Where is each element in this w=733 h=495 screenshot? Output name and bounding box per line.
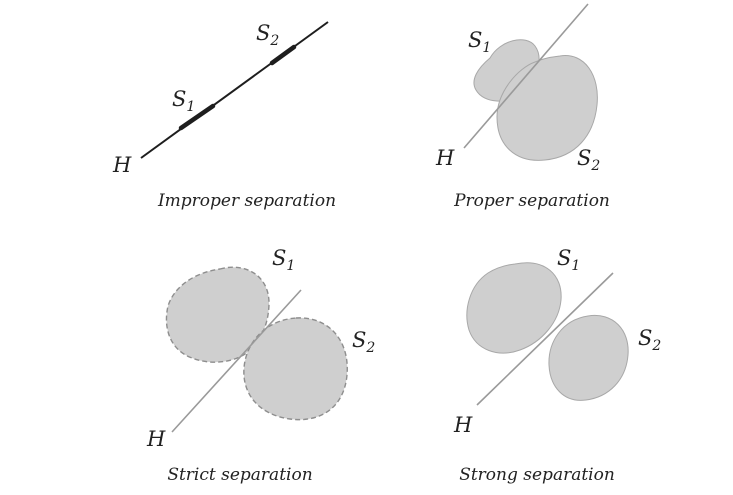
panel-caption: Proper separation (453, 191, 610, 211)
set-s2-region (496, 55, 598, 161)
panel-strong: H S1 S2 Strong separation (453, 246, 661, 485)
hyperplane-label: H (435, 146, 455, 170)
set-s2-region (548, 314, 629, 401)
set-s2-region (243, 317, 348, 421)
set-s1-region (466, 262, 562, 354)
hyperplane-label: H (112, 153, 132, 177)
set-s1-label: S1 (557, 246, 580, 274)
set-s2-segment (269, 44, 297, 66)
set-s1-region (165, 266, 270, 363)
set-s1-label: S1 (272, 246, 295, 274)
hyperplane-line (171, 289, 302, 433)
set-s2-label: S2 (577, 146, 600, 174)
panel-strict: H S1 S2 Strict separation (146, 246, 375, 485)
panel-caption: Improper separation (157, 191, 336, 211)
hyperplane-line (476, 272, 614, 406)
hyperplane-label: H (453, 413, 473, 437)
set-s2-label: S2 (352, 328, 375, 356)
set-s1-label: S1 (172, 87, 195, 115)
hyperplane-line (140, 21, 329, 159)
panel-caption: Strong separation (459, 465, 615, 485)
hyperplane-label: H (146, 427, 166, 451)
panel-caption: Strict separation (167, 465, 312, 485)
set-s1-label: S1 (468, 28, 491, 56)
set-s1-segment (178, 103, 216, 131)
hyperplane-line (463, 3, 589, 149)
set-s2-label: S2 (638, 326, 661, 354)
panel-improper: H S1 S2 Improper separation (112, 21, 336, 211)
set-s2-label: S2 (256, 21, 279, 49)
panel-proper: H S1 S2 Proper separation (435, 3, 610, 211)
